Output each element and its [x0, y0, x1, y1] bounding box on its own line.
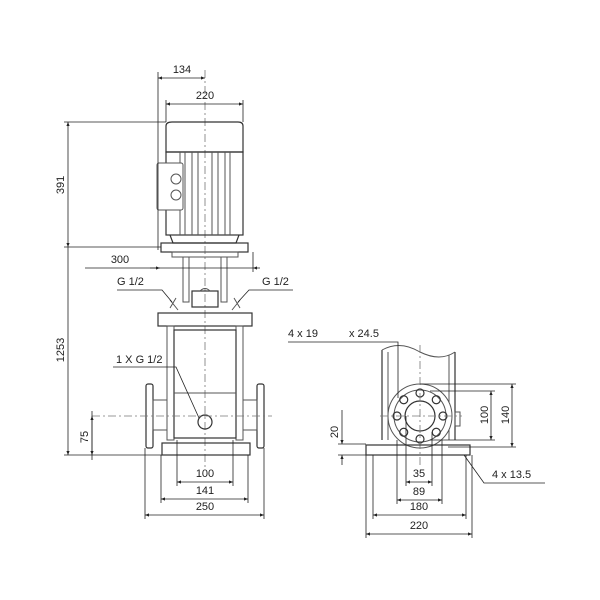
dim-100-side: 100 [479, 406, 491, 424]
dim-1253: 1253 [55, 338, 67, 362]
bolt-hole [431, 395, 441, 405]
dim-35: 35 [413, 468, 425, 480]
label-flange-holes: 4 x 19 [288, 328, 318, 340]
dim-100-base: 100 [196, 468, 214, 480]
front-view: 134 220 391 1253 300 G 1/2 G 1/2 1 X G 1… [55, 64, 293, 519]
dim-134: 134 [173, 64, 191, 76]
dim-220-base: 220 [410, 520, 428, 532]
side-view: 4 x 19 x 24.5 20 100 140 35 89 180 220 4… [288, 328, 545, 538]
dim-75: 75 [79, 431, 91, 443]
motor [156, 121, 249, 258]
dim-300: 300 [111, 254, 129, 266]
drain-plug [197, 414, 213, 430]
dim-220-motor: 220 [196, 90, 214, 102]
bolt-hole [399, 395, 409, 405]
dim-20: 20 [329, 426, 341, 438]
terminal-box [156, 162, 184, 211]
label-vent-right: G 1/2 [262, 276, 289, 288]
coupling [169, 256, 241, 311]
bolt-hole [399, 427, 409, 437]
dim-141: 141 [196, 485, 214, 497]
label-flange-hole-diameter: x 24.5 [349, 328, 379, 340]
dim-180: 180 [410, 501, 428, 513]
label-vent-left: G 1/2 [117, 276, 144, 288]
label-base-holes: 4 x 13.5 [492, 469, 531, 481]
dim-391: 391 [55, 176, 67, 194]
dim-250: 250 [196, 501, 214, 513]
dim-140: 140 [500, 406, 512, 424]
dim-89: 89 [413, 486, 425, 498]
base-plate [365, 444, 471, 456]
label-drain: 1 X G 1/2 [116, 354, 162, 366]
